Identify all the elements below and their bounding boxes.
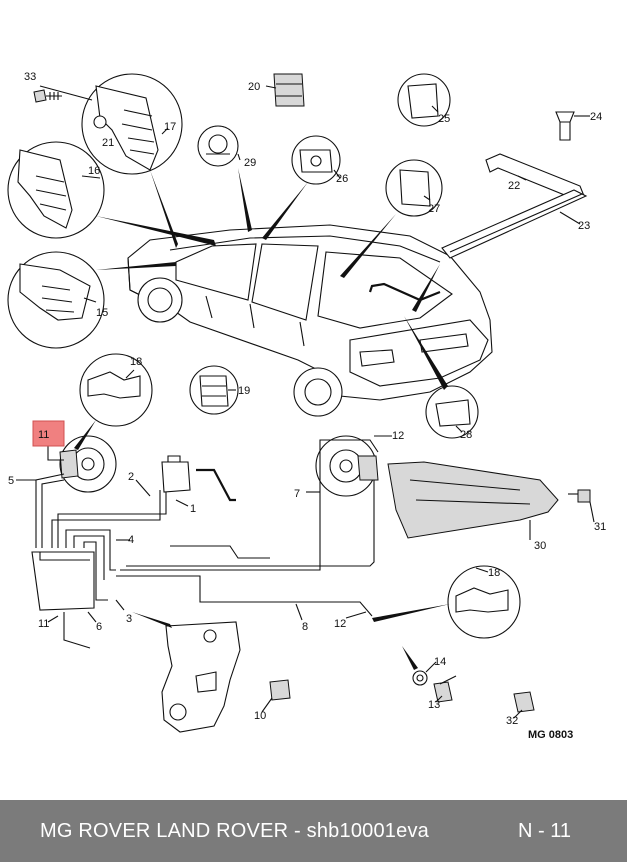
callout-4: 4: [128, 534, 134, 546]
valve-block: [161, 621, 241, 733]
bracket-16: [7, 141, 105, 239]
callout-11-lower: 11: [38, 618, 49, 630]
diagram-ref-code: MG 0803: [528, 729, 573, 741]
clip-25: [397, 73, 451, 127]
callout-19: 19: [238, 385, 250, 397]
leader-lines: [16, 85, 595, 719]
heat-shield-30: [387, 461, 559, 539]
bolt-33: [33, 89, 62, 103]
bolt-13: [433, 675, 457, 703]
callout-6: 6: [96, 621, 102, 633]
callout-25: 25: [438, 113, 450, 125]
callout-wedges: [74, 168, 450, 670]
bolt-10: [269, 679, 291, 701]
front-brake-disc: [59, 435, 117, 493]
callout-14: 14: [434, 656, 446, 668]
callout-1: 1: [190, 503, 196, 515]
clip-19: [189, 365, 239, 415]
footer-bar: MG ROVER LAND ROVER - shb10001eva N - 11: [0, 800, 627, 862]
callout-10: 10: [254, 710, 266, 722]
callout-7: 7: [294, 488, 300, 500]
callout-33: 33: [24, 71, 36, 83]
clip-27: [385, 159, 443, 217]
callout-31: 31: [594, 521, 606, 533]
clip-18-left: [79, 353, 153, 427]
rear-brake-disc: [315, 435, 379, 497]
car-illustration: [127, 224, 493, 417]
clip-18-right: [447, 565, 521, 639]
callout-17: 17: [164, 121, 176, 133]
callout-18-right: 18: [488, 567, 500, 579]
callout-16: 16: [88, 165, 100, 177]
grommet-29: [197, 125, 239, 167]
bracket-17: [81, 73, 183, 175]
callout-11-highlighted: 11: [38, 429, 49, 441]
callout-12-top: 12: [392, 430, 404, 442]
callout-29: 29: [244, 157, 256, 169]
bolt-32: [513, 691, 535, 713]
callout-28: 28: [460, 429, 472, 441]
screw-24: [555, 111, 575, 141]
footer-title: MG ROVER LAND ROVER - shb10001eva: [40, 820, 429, 842]
callout-13: 13: [428, 699, 440, 711]
callout-15: 15: [96, 307, 108, 319]
callout-24: 24: [590, 111, 602, 123]
callout-20: 20: [248, 81, 260, 93]
callout-18-left: 18: [130, 356, 142, 368]
callout-3: 3: [126, 613, 132, 625]
footer-page-number: N - 11: [518, 820, 571, 842]
callout-27: 27: [428, 203, 440, 215]
callout-8: 8: [302, 621, 308, 633]
callout-22: 22: [508, 180, 520, 192]
callout-2: 2: [128, 471, 134, 483]
clip-26: [291, 135, 341, 185]
callout-23: 23: [578, 220, 590, 232]
callout-12-bottom: 12: [334, 618, 346, 630]
parts-diagram: 33 17 21 16 15 20 29 26 25 27 24 22 23 1…: [7, 71, 606, 741]
abs-modulator: [31, 551, 95, 611]
callout-30: 30: [534, 540, 546, 552]
callout-21: 21: [102, 137, 114, 149]
washer-14: [412, 670, 428, 686]
clip-20: [273, 73, 305, 107]
bracket-15: [7, 251, 105, 349]
callout-labels: 33 17 21 16 15 20 29 26 25 27 24 22 23 1…: [8, 71, 606, 741]
callout-26: 26: [336, 173, 348, 185]
brake-lines: [35, 439, 379, 649]
highlight-box-11: [32, 420, 65, 447]
clip-28: [425, 385, 479, 439]
callout-32: 32: [506, 715, 518, 727]
bolt-31: [568, 489, 591, 503]
trim-rail: [441, 153, 588, 259]
callout-5: 5: [8, 475, 14, 487]
master-cylinder: [161, 455, 236, 502]
